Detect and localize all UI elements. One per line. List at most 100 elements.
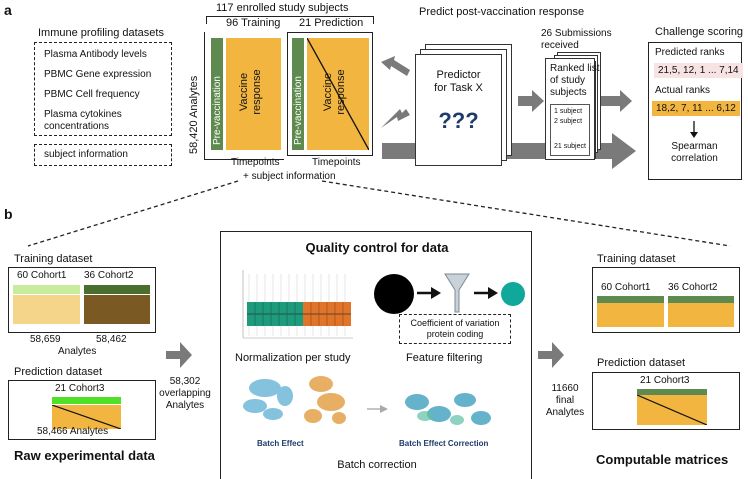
training-prevaccination-bar: [211, 38, 223, 150]
overlap-line3: Analytes: [165, 400, 205, 411]
raw-cohort1-bar: [13, 285, 80, 294]
submissions-line2: received: [541, 40, 579, 51]
computable-cohort2-block: [668, 303, 734, 327]
predictor-page-front: Predictor for Task X ???: [415, 54, 502, 166]
final-line1: 11660: [551, 383, 579, 394]
raw-cohort1-label: 60 Cohort1: [17, 270, 67, 281]
computable-cohort1-block: [597, 303, 664, 327]
arrow-ranked-to-scoring: [601, 90, 632, 112]
filtered-features-circle-icon: [501, 282, 525, 306]
training-matrix-frame: [204, 32, 284, 160]
computable-cohort3-bar: [637, 389, 707, 395]
cv-line2: protein coding: [426, 329, 484, 339]
all-features-circle-icon: [374, 274, 414, 314]
actual-ranks-label: Actual ranks: [655, 85, 711, 96]
prediction-timepoints-label: Timepoints: [312, 157, 361, 168]
panel-a-letter: a: [4, 2, 12, 18]
predicted-ranks-label: Predicted ranks: [655, 47, 725, 58]
arrow-right-gray-icon: [367, 405, 388, 413]
predictor-line1: Predictor: [436, 69, 481, 81]
computable-cohort1-bar: [597, 296, 664, 303]
arrow-qc-to-computable: [538, 342, 564, 368]
submissions-line1: 26 Submissions: [541, 28, 612, 39]
question-mark-icon: ???: [438, 108, 479, 133]
immune-profiling-title: Immune profiling datasets: [38, 27, 164, 39]
plus-subject-information: + subject information: [243, 171, 336, 182]
computable-matrices-title: Computable matrices: [596, 452, 729, 467]
enrolled-subjects-label: 117 enrolled study subjects: [216, 2, 349, 14]
batch-effect-umap: [243, 376, 346, 424]
raw-cohort3-diagonal: [52, 405, 121, 429]
overlap-line1: 58,302: [169, 376, 201, 387]
zoom-line-right: [321, 180, 731, 247]
final-line2: final: [555, 395, 575, 406]
computable-prediction-box: 21 Cohort3: [592, 372, 740, 430]
qc-title: Quality control for data: [305, 240, 449, 255]
subject-row: 21 subject: [554, 143, 586, 150]
dataset-item: concentrations: [44, 121, 110, 132]
dataset-item: PBMC Cell frequency: [44, 89, 140, 100]
subject-row: 1 subject: [554, 108, 583, 115]
raw-cohort3-bar: [52, 397, 121, 404]
computable-cohort2-bar: [668, 296, 734, 303]
raw-training-dataset-box: 60 Cohort1 36 Cohort2: [8, 267, 156, 333]
down-arrow-icon: [690, 121, 698, 138]
predict-title: Predict post-vaccination response: [419, 6, 585, 18]
spearman-line1: Spearman: [671, 141, 718, 152]
qc-box: Quality control for data Normalization p…: [220, 231, 532, 479]
computable-training-box: 60 Cohort1 36 Cohort2: [592, 267, 740, 333]
overlap-line2: overlapping: [159, 388, 211, 399]
computable-prediction-dataset-label: Prediction dataset: [597, 357, 686, 369]
raw-cohort1-block: [13, 295, 80, 324]
prediction-prevaccination-bar: [292, 38, 304, 150]
ranked-list-line2: of study: [550, 75, 586, 86]
subject-information-label: subject information: [44, 149, 128, 160]
arrow-to-predictor-top: [381, 56, 410, 76]
raw-data-title: Raw experimental data: [14, 448, 155, 463]
prediction-subjects-label: 21 Prediction: [299, 17, 364, 29]
raw-prediction-dataset-label: Prediction dataset: [14, 366, 103, 378]
computable-cohort2-label: 36 Cohort2: [668, 282, 718, 293]
subject-list-box: 1 subject 2 subject 21 subject: [550, 104, 590, 156]
raw-training-dataset-label: Training dataset: [14, 253, 93, 265]
raw-cohort3-label: 21 Cohort3: [55, 383, 105, 394]
normalization-label: Normalization per study: [235, 352, 351, 364]
subject-row: 2 subject: [554, 118, 583, 125]
arrow-to-predictor-bottom: [381, 109, 410, 128]
dataset-item: PBMC Gene expression: [44, 69, 152, 80]
predicted-ranks-value: 21,5, 12, 1 ... 7,14: [654, 63, 743, 78]
training-vaccine-response-block: [226, 38, 281, 150]
batch-effect-correction-label: Batch Effect Correction: [399, 439, 489, 448]
batch-effect-label: Batch Effect: [257, 439, 304, 448]
arrow-raw-to-qc: [166, 342, 192, 368]
raw-analytes-word: Analytes: [58, 346, 97, 357]
subject-information-box: subject information: [34, 144, 172, 166]
raw-prediction-dataset-box: 21 Cohort3 58,466 Analytes: [8, 380, 156, 440]
challenge-scoring-box: Predicted ranks 21,5, 12, 1 ... 7,14 Act…: [648, 42, 743, 180]
enrolled-bracket: [206, 16, 374, 24]
funnel-icon: [444, 273, 470, 313]
arrow-to-ranked: [518, 90, 544, 112]
prediction-diagonal-line: [307, 38, 369, 150]
zoom-line-left: [27, 180, 239, 247]
panel-b-letter: b: [4, 206, 13, 222]
raw-cohort1-analytes: 58,659: [30, 334, 61, 345]
cv-line1: Coefficient of variation: [410, 318, 500, 328]
actual-ranks-value: 18,2, 7, 11 ... 6,12: [652, 101, 740, 116]
raw-cohort2-label: 36 Cohort2: [84, 270, 134, 281]
raw-cohort2-block: [84, 295, 150, 324]
computable-cohort3-label: 21 Cohort3: [640, 375, 690, 386]
dataset-item: Plasma cytokines: [44, 109, 122, 120]
computable-cohort3-diagonal: [637, 395, 707, 425]
feature-filtering-label: Feature filtering: [406, 352, 483, 364]
computable-cohort1-label: 60 Cohort1: [601, 282, 651, 293]
dataset-item: Plasma Antibody levels: [44, 49, 147, 60]
training-subjects-label: 96 Training: [226, 17, 281, 29]
immune-datasets-box: Plasma Antibody levels PBMC Gene express…: [34, 42, 172, 136]
raw-cohort3-analytes: 58,466 Analytes: [37, 426, 109, 437]
cv-criteria-box: Coefficient of variation protein coding: [399, 314, 511, 344]
challenge-scoring-title: Challenge scoring: [655, 26, 744, 38]
raw-cohort2-analytes: 58,462: [96, 334, 127, 345]
batch-corrected-umap: [405, 393, 491, 425]
